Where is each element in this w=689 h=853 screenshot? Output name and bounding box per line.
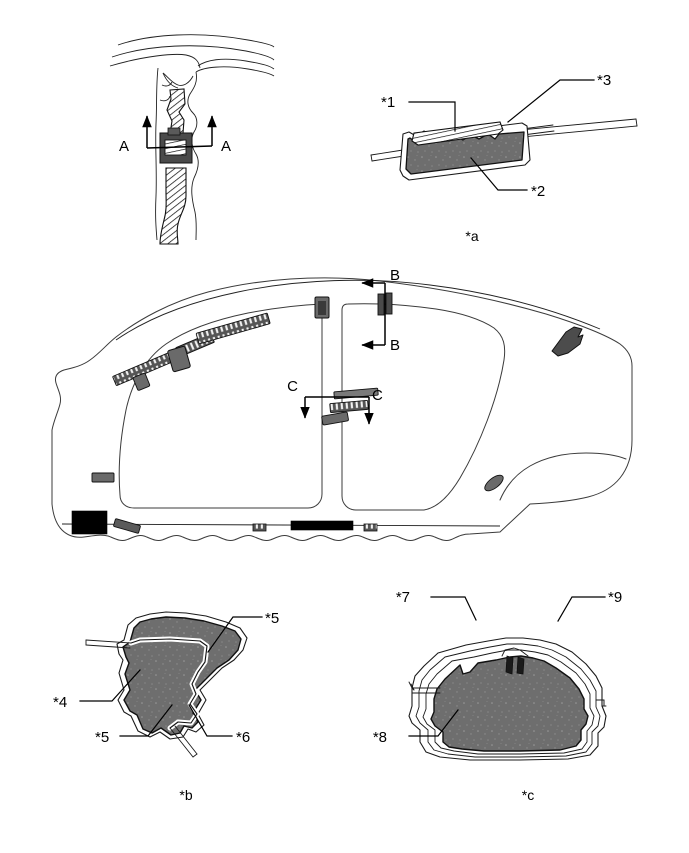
sealer-bead-lower-hatched — [159, 167, 187, 245]
callout-6-label: *6 — [236, 729, 250, 746]
front-sill-sealer-bar — [113, 518, 141, 534]
callout-leaders-detail-a — [408, 79, 595, 191]
callout-2-label: *2 — [531, 183, 545, 200]
panel-inner-line-c — [422, 649, 595, 755]
view-label-a: *a — [465, 228, 478, 244]
view-label-c: *c — [522, 787, 534, 803]
b-pillar-sealer-block — [314, 296, 330, 319]
vehicle-side-view: B B C C — [51, 267, 633, 541]
body-silhouette — [51, 277, 633, 541]
callout-7-label: *7 — [396, 589, 410, 606]
detail-b-cross-section: *5 *4 *5 *6 *b — [53, 610, 279, 803]
section-letter-c-left: C — [287, 378, 298, 395]
panel-flange-right-c — [595, 699, 605, 706]
roof-rail-sealer-blocks — [132, 345, 191, 391]
windshield-opening — [118, 303, 323, 509]
panel-flange-stubs-c — [411, 687, 607, 707]
hatched-insert-strip — [411, 121, 504, 146]
inner-panel-profile-b-outline — [130, 638, 208, 729]
roof-inner-line — [115, 279, 601, 341]
callout-leaders-detail-c — [408, 596, 606, 737]
detail-a-cross-section: *1 *3 *2 *a — [370, 72, 638, 244]
sealer-mass-grey-b — [122, 616, 242, 736]
section-letter-a-left: A — [119, 138, 129, 155]
panel-flange-stubs-b — [85, 639, 198, 758]
fastener-block — [159, 127, 193, 164]
roof-contour-lines — [109, 34, 275, 77]
rear-door-oval-sealer — [484, 474, 504, 492]
panel-flange-left — [370, 149, 405, 162]
center-clip-notch-c — [501, 647, 529, 675]
callout-5a-label: *5 — [265, 610, 279, 627]
cowl-sealer-patch — [91, 472, 115, 483]
rear-door-window-opening — [341, 303, 506, 511]
sealer-bead-upper-hatched — [166, 88, 186, 135]
callout-3-label: *3 — [597, 72, 611, 89]
detail-c-cross-section: *7 *9 *8 *c — [373, 589, 622, 803]
section-letter-c-right: C — [372, 387, 383, 404]
panel-middle-line-c — [415, 643, 601, 758]
rocker-black-sealer — [290, 520, 354, 531]
callout-leaders-detail-b — [79, 616, 263, 737]
rear-quarter-window — [499, 452, 627, 501]
sill-patch-right — [363, 523, 378, 532]
section-b-marks: B B — [361, 267, 400, 354]
section-letter-b-top: B — [390, 267, 400, 284]
section-c-marks: C C — [287, 378, 383, 425]
pillar-outline — [155, 67, 199, 241]
sealer-mass-grey-c — [430, 655, 589, 752]
rear-quarter-sealer — [551, 326, 584, 357]
callout-8-label: *8 — [373, 729, 387, 746]
section-letter-b-bottom: B — [390, 337, 400, 354]
section-a-arrows: A A — [119, 115, 231, 155]
front-floor-black-sealer — [71, 510, 108, 535]
callout-4-label: *4 — [53, 694, 67, 711]
top-left-detail-view: A A — [109, 34, 275, 245]
roof-drip-sealer-strips — [112, 312, 271, 386]
view-label-b: *b — [179, 787, 192, 803]
section-letter-a-right: A — [221, 138, 231, 155]
sill-patch-left — [252, 523, 267, 532]
section-c-sealer-bars — [321, 387, 379, 426]
callout-5b-label: *5 — [95, 729, 109, 746]
callout-1-label: *1 — [381, 94, 395, 111]
section-b-target-strips — [377, 292, 393, 316]
callout-9-label: *9 — [608, 589, 622, 606]
